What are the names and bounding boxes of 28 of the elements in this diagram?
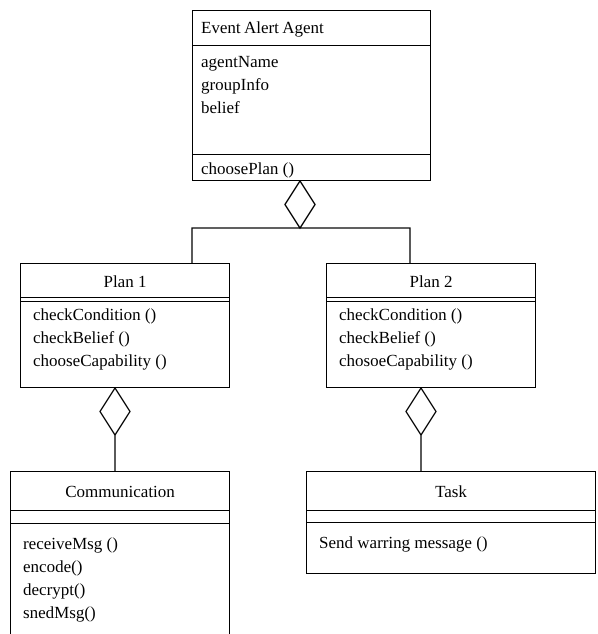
method-text: checkCondition (): [339, 304, 462, 326]
class-box: [20, 263, 230, 388]
class-box: [326, 263, 536, 388]
method-text: encode(): [23, 556, 82, 578]
method-text: receiveMsg (): [23, 533, 118, 555]
method-text: decrypt(): [23, 579, 86, 601]
class-box: [10, 471, 230, 634]
class-name: Event Alert Agent: [201, 17, 324, 39]
method-text: Send warring message (): [319, 532, 488, 554]
class-box: [306, 471, 596, 574]
attribute-text: groupInfo: [201, 74, 269, 96]
method-text: checkCondition (): [33, 304, 156, 326]
class-name: Plan 2: [410, 271, 452, 293]
class-name: Communication: [65, 481, 175, 503]
method-text: chooseCapability (): [33, 350, 167, 372]
method-text: choosePlan (): [201, 158, 294, 180]
aggregation-line: [284, 180, 411, 263]
class-box: [192, 10, 431, 181]
class-name: Task: [435, 481, 467, 503]
attribute-text: agentName: [201, 51, 278, 73]
method-text: checkBelief (): [339, 327, 436, 349]
class-name: Plan 1: [104, 271, 146, 293]
method-text: chosoeCapability (): [339, 350, 473, 372]
aggregation-line: [99, 387, 131, 471]
method-text: checkBelief (): [33, 327, 130, 349]
method-text: snedMsg(): [23, 602, 96, 624]
attribute-text: belief: [201, 97, 240, 119]
aggregation-line: [405, 387, 437, 471]
